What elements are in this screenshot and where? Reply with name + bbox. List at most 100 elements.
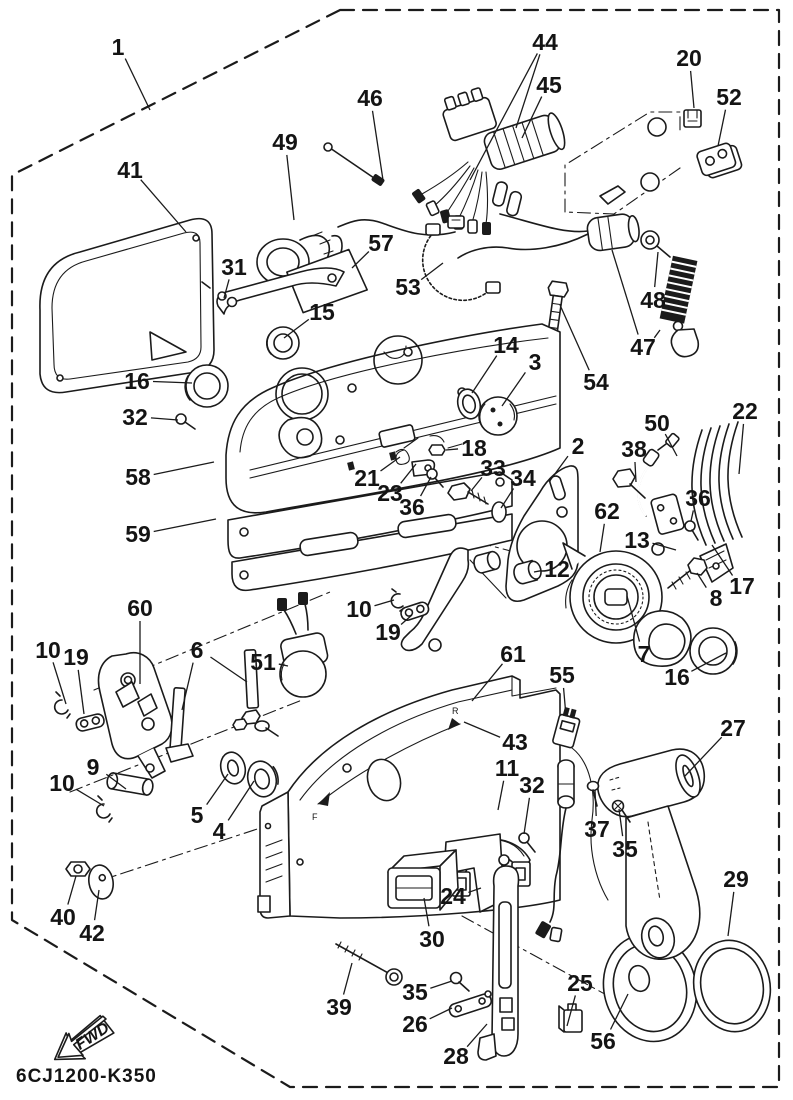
callout-leader xyxy=(634,461,637,483)
callout-leader xyxy=(653,329,661,339)
pin-9 xyxy=(106,772,154,796)
callout-45: 45 xyxy=(536,72,562,98)
lanyard-clip xyxy=(670,328,700,358)
callout-leader xyxy=(445,448,459,451)
callout-33: 33 xyxy=(480,455,506,481)
seal-14 xyxy=(456,388,482,420)
callout-27: 27 xyxy=(720,715,746,741)
callout-leader xyxy=(374,599,395,607)
callout-leader xyxy=(430,980,453,989)
callout-leader xyxy=(75,788,105,807)
callout-leader xyxy=(690,510,694,522)
callout-16: 16 xyxy=(124,368,150,394)
callout-53: 53 xyxy=(395,274,421,300)
callout-62: 62 xyxy=(594,498,620,524)
assembly-boundary xyxy=(10,8,781,1089)
callout-leader xyxy=(515,54,541,129)
callout-leader xyxy=(521,96,543,139)
callout-60: 60 xyxy=(127,595,153,621)
callout-leader xyxy=(559,304,590,371)
callout-leader xyxy=(548,455,569,483)
face-letter-r: R xyxy=(452,706,459,716)
callout-42: 42 xyxy=(79,920,105,946)
callout-leader xyxy=(626,595,641,642)
callout-25: 25 xyxy=(567,970,593,996)
callout-18: 18 xyxy=(461,435,487,461)
callout-50: 50 xyxy=(644,410,670,436)
callout-leader xyxy=(351,251,370,269)
callout-leader xyxy=(380,456,401,472)
callout-leader xyxy=(77,669,85,715)
callout-leader xyxy=(423,897,430,927)
callout-2: 2 xyxy=(572,433,585,459)
callout-leader xyxy=(153,461,215,476)
callout-leader xyxy=(429,1007,453,1020)
callout-32: 32 xyxy=(122,404,148,430)
cable-end-block xyxy=(650,493,685,535)
callout-19: 19 xyxy=(375,619,401,645)
callout-21: 21 xyxy=(354,465,380,491)
callout-54: 54 xyxy=(583,369,609,395)
callout-leader xyxy=(664,433,678,457)
plate-stack-22 xyxy=(691,421,743,546)
callout-leader xyxy=(654,251,659,288)
screw-32-lower xyxy=(518,832,536,853)
grommet-4 xyxy=(246,760,279,798)
bushing-12 xyxy=(513,559,542,585)
callout-leader xyxy=(468,887,482,894)
callout-leader xyxy=(501,372,526,407)
callout-12: 12 xyxy=(544,556,570,582)
callout-49: 49 xyxy=(272,129,298,155)
callout-52: 52 xyxy=(716,84,742,110)
callout-46: 46 xyxy=(357,85,383,111)
callout-38: 38 xyxy=(621,436,647,462)
callout-leader xyxy=(93,889,100,921)
callout-leader xyxy=(611,249,639,335)
face-letter-f: F xyxy=(312,812,318,822)
nut-40 xyxy=(65,861,91,877)
callout-19: 19 xyxy=(63,644,89,670)
callout-28: 28 xyxy=(443,1043,469,1069)
callout-leader xyxy=(181,662,194,711)
callout-leader xyxy=(469,53,538,181)
callout-36: 36 xyxy=(685,485,711,511)
screw-35-bottom xyxy=(449,971,470,992)
switch-box-30 xyxy=(387,833,505,913)
lanyard-spring xyxy=(659,255,698,324)
callout-leader xyxy=(223,279,230,299)
nut-18 xyxy=(428,444,446,456)
callout-31: 31 xyxy=(221,254,247,280)
callout-leader xyxy=(152,380,193,384)
callout-leader xyxy=(711,544,734,576)
callout-57: 57 xyxy=(368,230,394,256)
washer-5 xyxy=(219,751,247,785)
callout-20: 20 xyxy=(676,45,702,71)
bolt-38 xyxy=(612,468,646,499)
ribbed-strap xyxy=(421,215,501,302)
callout-24: 24 xyxy=(440,883,466,909)
gasket-ring xyxy=(632,610,692,667)
throttle-cable-50 xyxy=(637,432,680,517)
callout-22: 22 xyxy=(732,398,758,424)
callout-leader xyxy=(727,891,735,937)
callout-47: 47 xyxy=(630,334,656,360)
callout-39: 39 xyxy=(326,994,352,1020)
callout-leader xyxy=(420,262,444,281)
screw-46 xyxy=(323,142,385,186)
callout-15: 15 xyxy=(309,299,335,325)
callout-51: 51 xyxy=(250,649,276,675)
callout-leader xyxy=(52,662,67,705)
callout-48: 48 xyxy=(640,287,666,313)
bolt-39 xyxy=(335,941,403,986)
callout-leader xyxy=(400,463,417,484)
grille-panel xyxy=(39,217,215,394)
callout-5: 5 xyxy=(191,802,204,828)
callout-30: 30 xyxy=(419,926,445,952)
spring-21 xyxy=(395,437,419,465)
callout-leader xyxy=(400,614,413,625)
callout-leader xyxy=(566,995,576,1027)
e-clip-10-lower xyxy=(95,795,113,823)
callout-7: 7 xyxy=(638,641,651,667)
